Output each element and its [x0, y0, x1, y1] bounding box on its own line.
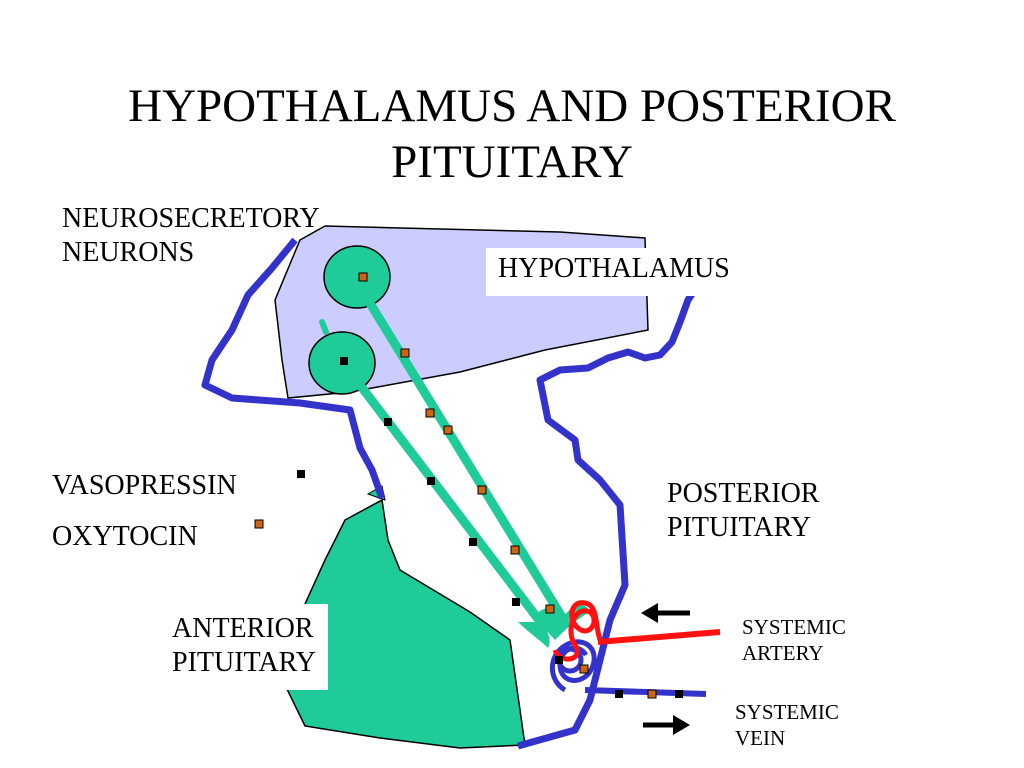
axon-terminal-2 — [518, 622, 550, 648]
neuron-dendrite — [319, 319, 329, 335]
artery-arrow-icon — [641, 603, 690, 623]
anterior-pituitary-lobe — [284, 498, 526, 749]
vein-label-line-2: VEIN — [735, 726, 786, 750]
artery-label-line-2: ARTERY — [742, 641, 824, 665]
vasopressin-marker — [427, 477, 435, 485]
systemic-vein-label: SYSTEMIC VEIN — [735, 699, 839, 751]
anterior-pituitary-label: ANTERIOR PITUITARY — [164, 604, 328, 690]
oxytocin-marker — [400, 348, 410, 358]
hypothalamus-label: HYPOTHALAMUS — [486, 248, 736, 296]
vasopressin-marker — [384, 418, 392, 426]
oxytocin-marker — [425, 408, 435, 418]
vasopressin-markers — [340, 357, 683, 698]
oxytocin-marker — [545, 604, 555, 614]
oxytocin-marker — [647, 689, 657, 699]
page-title: HYPOTHALAMUS AND POSTERIOR PITUITARY — [0, 78, 1024, 190]
oxytocin-marker — [579, 664, 589, 674]
neurosecretory-label-line-1: NEUROSECRETORY — [62, 203, 320, 234]
oxytocin-markers — [358, 272, 657, 699]
neurosecretory-label-line-2: NEURONS — [62, 237, 195, 268]
vasopressin-marker — [340, 357, 348, 365]
capillary-artery-loops — [552, 600, 603, 662]
vasopressin-marker — [555, 656, 563, 664]
title-line-2: PITUITARY — [391, 136, 633, 188]
systemic-artery-label: SYSTEMIC ARTERY — [742, 614, 846, 666]
posterior-pituitary-label: POSTERIOR PITUITARY — [667, 477, 819, 545]
vasopressin-marker — [512, 598, 520, 606]
vein-arrow-icon — [643, 715, 690, 735]
systemic-artery — [597, 629, 721, 645]
anterior-label-line-1: ANTERIOR — [172, 613, 314, 644]
artery-label-line-1: SYSTEMIC — [742, 615, 846, 639]
legend-vasopressin-marker — [297, 470, 305, 478]
posterior-label-line-2: PITUITARY — [667, 512, 811, 543]
oxytocin-marker — [443, 425, 453, 435]
title-line-1: HYPOTHALAMUS AND POSTERIOR — [128, 80, 896, 132]
left-outline — [201, 237, 386, 500]
posterior-label-line-1: POSTERIOR — [667, 478, 820, 509]
oxytocin-marker — [510, 545, 520, 555]
oxytocin-marker — [477, 485, 487, 495]
neurosecretory-neurons-label: NEUROSECRETORY NEURONS — [62, 202, 320, 270]
legend-oxytocin-marker — [254, 519, 264, 529]
vasopressin-marker — [615, 690, 623, 698]
oxytocin-label: OXYTOCIN — [52, 521, 198, 552]
anterior-label-line-2: PITUITARY — [172, 647, 316, 678]
vein-label-line-1: SYSTEMIC — [735, 700, 839, 724]
vasopressin-marker — [469, 538, 477, 546]
oxytocin-neuron-body — [323, 245, 391, 309]
vasopressin-label: VASOPRESSIN — [52, 470, 237, 501]
vasopressin-marker — [675, 690, 683, 698]
oxytocin-marker — [358, 272, 368, 282]
systemic-vein — [584, 687, 707, 697]
